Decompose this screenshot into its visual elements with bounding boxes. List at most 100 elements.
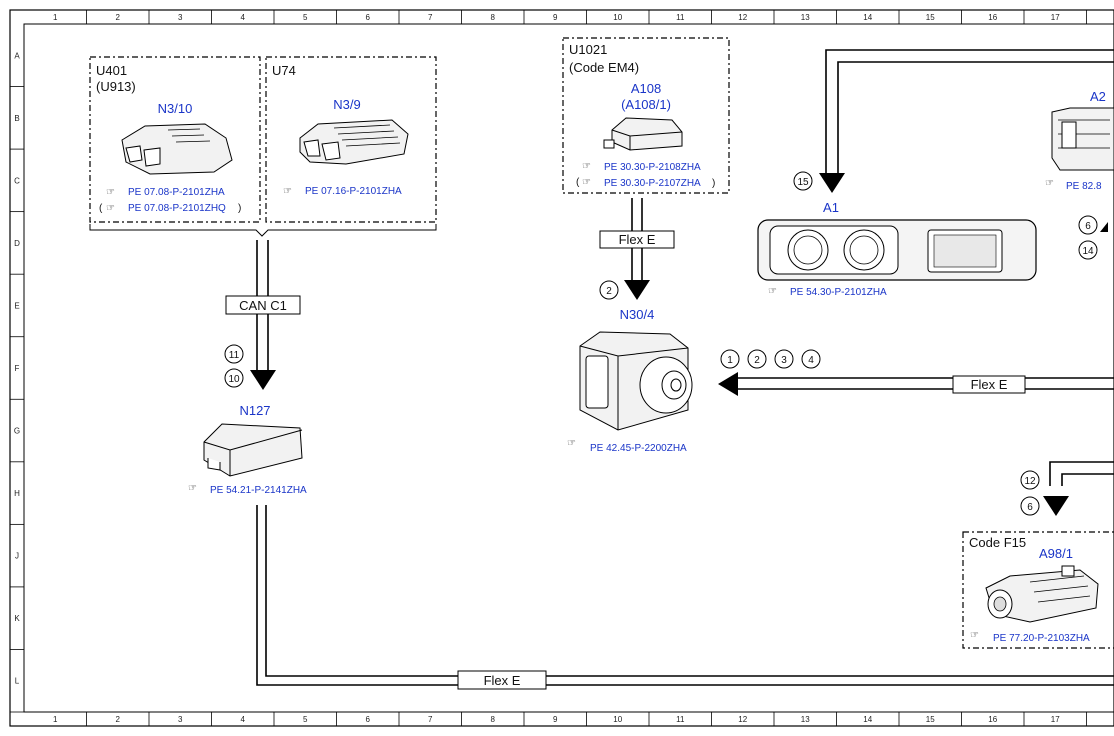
group-brace [89, 224, 437, 237]
flex-e-right-label-box [952, 375, 1026, 394]
flex-e-top-label: Flex E [619, 232, 656, 247]
marker-1 [720, 349, 740, 369]
group-u1021-label: U1021 [569, 42, 607, 57]
module-a108-drawing [603, 117, 683, 151]
component-n30-4-ref-1: PE 42.45-P-2200ZHA [590, 443, 687, 454]
grid-column-label: 3 [178, 13, 183, 22]
wire-to-a1 [837, 61, 1114, 175]
component-n3-10-ref-1: PE 07.08-P-2101ZHA [128, 187, 225, 198]
component-n3-10-ref-2: PE 07.08-P-2101ZHQ [128, 203, 226, 214]
marker-2b-label: 2 [754, 355, 760, 366]
arrow-down-icon [624, 280, 650, 300]
unit-n30-4-drawing [579, 331, 693, 431]
motor-a98-1-drawing [985, 565, 1099, 623]
grid-column-label: 5 [303, 715, 308, 724]
grid-column-label: 9 [553, 715, 558, 724]
grid-column-label: 14 [863, 715, 872, 724]
component-n127-ref-1: PE 54.21-P-2141ZHA [210, 485, 307, 496]
module-n127-drawing [203, 423, 303, 477]
grid-column-label: 14 [863, 13, 872, 22]
component-n127-id: N127 [239, 403, 270, 418]
marker-6a-label: 6 [1085, 221, 1091, 232]
grid-column-label: 10 [613, 715, 622, 724]
marker-1-label: 1 [727, 355, 733, 366]
component-a2-ref-1: PE 82.8 [1066, 181, 1102, 192]
arrow-down-icon [1043, 496, 1069, 516]
grid-column-label: 9 [553, 13, 558, 22]
grid-column-label: 2 [116, 13, 121, 22]
grid-column-label: 1 [53, 13, 58, 22]
grid-column-label: 10 [613, 13, 622, 22]
paren-close: ) [238, 203, 241, 214]
arrow-down-icon [819, 173, 845, 193]
component-a98-1-id: A98/1 [1039, 546, 1073, 561]
component-a108-id: A108 [631, 81, 661, 96]
grid-column-label: 16 [988, 13, 997, 22]
marker-4-label: 4 [808, 355, 814, 366]
marker-2 [599, 280, 619, 300]
component-a108-alt-id: (A108/1) [621, 97, 671, 112]
marker-15 [793, 171, 813, 191]
grid-row-label: D [14, 239, 20, 248]
component-n30-4-id: N30/4 [620, 307, 655, 322]
component-a108-ref-2: PE 30.30-P-2107ZHA [604, 178, 701, 189]
grid-row-label: F [15, 364, 20, 373]
grid-column-label: 2 [116, 715, 121, 724]
component-a1-ref-1: PE 54.30-P-2101ZHA [790, 287, 887, 298]
grid-column-label: 7 [428, 13, 433, 22]
grid-column-label: 7 [428, 715, 433, 724]
marker-12 [1020, 470, 1040, 490]
wire-to-a98-1 [1061, 473, 1114, 486]
pointer-icon: ☞ [970, 630, 979, 641]
grid-column-label: 3 [178, 715, 183, 724]
marker-2 [747, 349, 767, 369]
grid-row-label: E [14, 301, 19, 310]
grid-column-label: 15 [926, 715, 935, 724]
group-u74-label: U74 [272, 63, 296, 78]
component-n3-10-id: N3/10 [158, 101, 193, 116]
group-u1021-sublabel: (Code EM4) [569, 60, 639, 75]
can-c1-label: CAN C1 [239, 298, 287, 313]
marker-2-label: 2 [606, 286, 612, 297]
flex-e-right-label: Flex E [971, 377, 1008, 392]
arrow-left-icon [718, 372, 738, 396]
group-u401-sublabel: (U913) [96, 79, 136, 94]
grid-row-label: H [14, 489, 20, 498]
pointer-icon: ☞ [582, 161, 591, 172]
outer-frame [9, 9, 1114, 727]
marker-11 [224, 344, 244, 364]
group-code-f15-label: Code F15 [969, 535, 1026, 550]
marker-14-label: 14 [1082, 246, 1094, 257]
grid-column-label: 12 [738, 13, 747, 22]
flex-e-bottom-label-box [457, 670, 547, 690]
grid-column-label: 1 [53, 715, 58, 724]
pointer-icon: ☞ [567, 438, 576, 449]
marker-12-label: 12 [1024, 476, 1036, 487]
marker-3-label: 3 [781, 355, 787, 366]
grid-row-label: L [15, 677, 20, 686]
wire-to-a1 [825, 49, 1114, 175]
grid-row-label: J [15, 552, 19, 561]
pointer-icon: ☞ [283, 186, 292, 197]
grid-column-label: 8 [491, 715, 496, 724]
marker-11-label: 11 [229, 350, 240, 361]
pointer-icon: ☞ [1045, 178, 1054, 189]
module-a2-drawing [1051, 107, 1114, 171]
grid-column-label: 6 [366, 13, 371, 22]
ecu-n3-10-drawing [121, 123, 233, 175]
arrow-up-icon [1100, 222, 1108, 232]
group-u401-label: U401 [96, 63, 127, 78]
group-u401-box [89, 56, 261, 223]
marker-14 [1078, 240, 1098, 260]
grid-column-label: 4 [241, 715, 246, 724]
grid-row-label: G [14, 427, 20, 436]
grid-row-label: C [14, 176, 20, 185]
marker-10 [224, 368, 244, 388]
pointer-icon: ☞ [582, 177, 591, 188]
group-u74-box [265, 56, 437, 223]
paren-open: ( [99, 203, 103, 214]
